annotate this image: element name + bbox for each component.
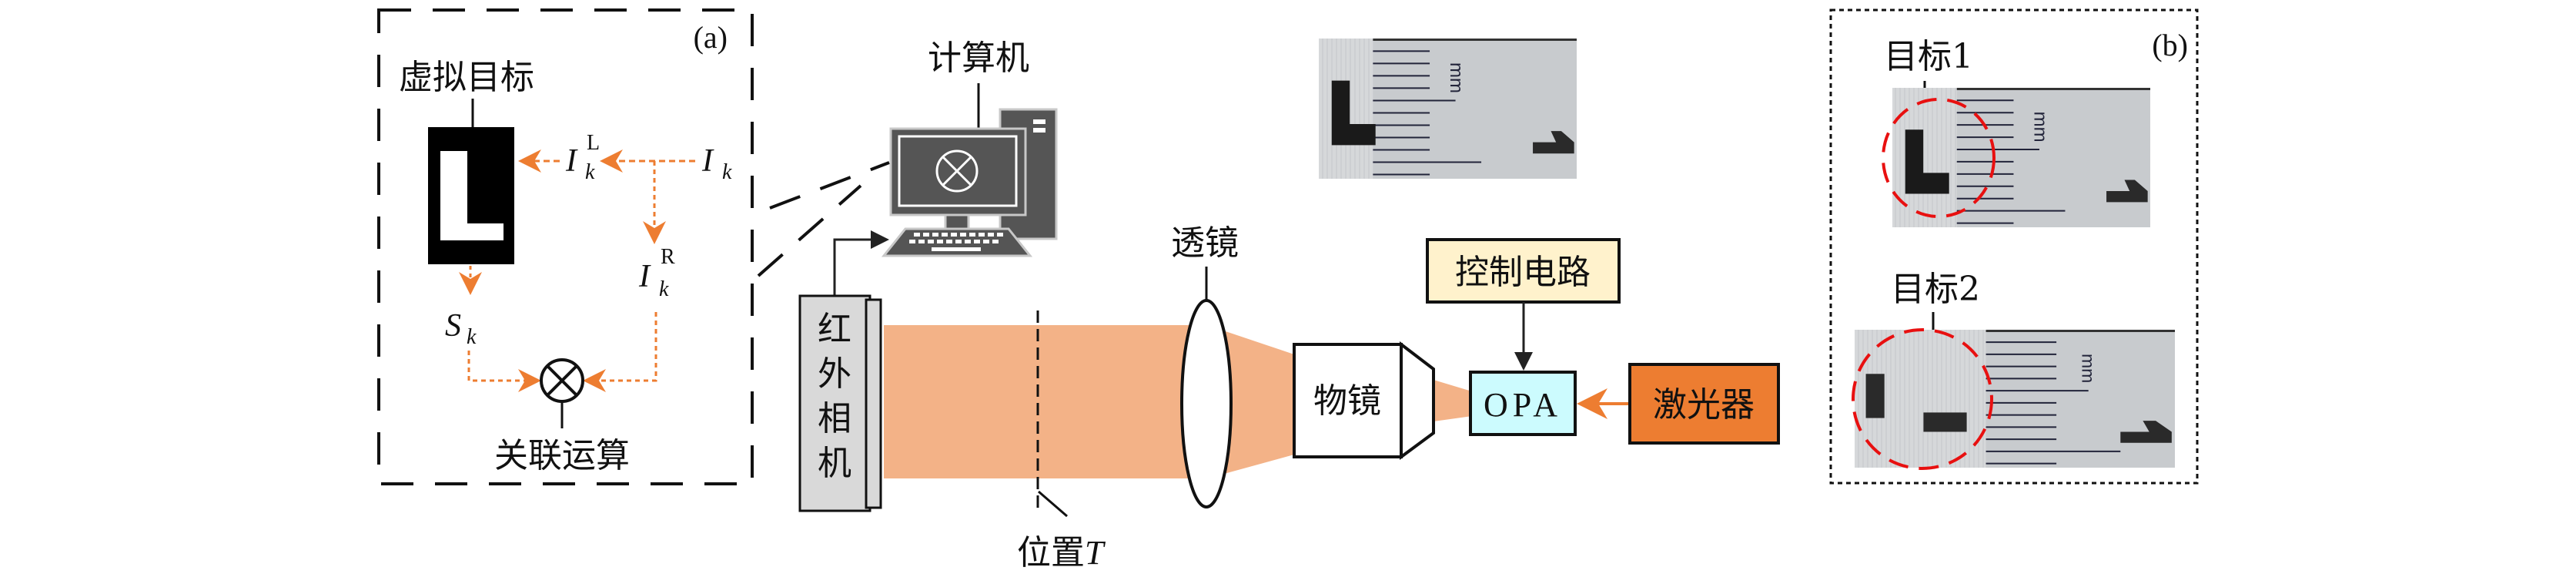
camera-label-char: 外 — [818, 354, 851, 394]
svg-text:R: R — [661, 245, 675, 269]
svg-text:k: k — [722, 160, 732, 184]
position-label: 位置 — [1017, 533, 1085, 572]
position-T-marker: 位置 T — [1017, 310, 1106, 572]
signal-S-k: S k — [445, 308, 477, 349]
L-target-mark — [1331, 80, 1376, 146]
control-circuit-label: 控制电路 — [1455, 253, 1591, 292]
panel-b-border — [1829, 8, 2199, 485]
computer-label: 计算机 — [928, 39, 1029, 78]
laser-box: 激光器 — [1628, 363, 1780, 445]
target2-highlight-circle — [1852, 328, 1993, 470]
lens-icon — [1180, 299, 1233, 508]
signal-I-k: I k — [701, 143, 732, 184]
objective-label: 物镜 — [1313, 381, 1381, 421]
target2-photo: mm — [1855, 330, 2175, 468]
target1-label: 目标1 — [1884, 37, 1973, 76]
svg-text:I: I — [565, 143, 578, 179]
svg-text:L: L — [587, 131, 600, 155]
target1-highlight-circle — [1882, 98, 1996, 218]
signal-I-k-L: I L k — [565, 131, 600, 184]
monitor-otimes-icon — [935, 149, 979, 193]
camera-label-char: 红 — [818, 310, 851, 349]
zoom-connector-lines — [757, 161, 890, 277]
panel-a-border — [377, 8, 754, 485]
lens-label: 透镜 — [1171, 223, 1239, 263]
photo-unit-label: mm — [2029, 112, 2050, 143]
svg-text:I: I — [701, 143, 714, 179]
svg-text:S: S — [445, 308, 461, 344]
position-symbol: T — [1085, 534, 1106, 572]
light-beam — [884, 325, 1472, 478]
lens: 透镜 — [1171, 223, 1239, 508]
target1-photo: mm — [1892, 88, 2150, 227]
arrow-camera-to-computer — [833, 230, 889, 296]
panel-b: (b) 目标1 mm 目标2 mm — [1829, 8, 2199, 485]
infrared-camera: 红 外 相 机 — [798, 294, 882, 512]
correlator-otimes-icon — [540, 358, 584, 403]
panel-a: (a) 虚拟目标 I k I L k I R k S — [377, 8, 754, 485]
svg-text:I: I — [638, 259, 651, 294]
control-circuit-box: 控制电路 — [1426, 238, 1621, 304]
virtual-target-label: 虚拟目标 — [399, 58, 534, 97]
svg-text:k: k — [467, 325, 477, 349]
panel-a-tag: (a) — [694, 20, 728, 55]
laser-label: 激光器 — [1653, 385, 1755, 425]
correlation-label: 关联运算 — [494, 436, 630, 475]
target2-label: 目标2 — [1891, 270, 1980, 309]
panel-b-tag: (b) — [2152, 28, 2188, 62]
arrow-Sk-to-correlator — [467, 351, 541, 392]
svg-text:k: k — [659, 277, 669, 301]
signal-I-k-R: I R k — [638, 245, 675, 301]
opa-label: OPA — [1484, 386, 1562, 424]
target-photo: mm — [1319, 39, 1577, 179]
opa-box: OPA — [1469, 371, 1577, 436]
L-target-mark — [1905, 129, 1949, 194]
arrow-IkR-to-correlator — [583, 312, 657, 392]
computer: 计算机 — [881, 39, 1058, 257]
svg-text:k: k — [585, 160, 595, 184]
photo-unit-label: mm — [1446, 62, 1467, 93]
camera-label-char: 相 — [818, 399, 851, 438]
objective-lens: 物镜 — [1293, 341, 1435, 460]
camera-label-char: 机 — [818, 444, 851, 483]
photo-unit-label: mm — [2078, 354, 2098, 383]
virtual-target-image — [428, 127, 514, 264]
